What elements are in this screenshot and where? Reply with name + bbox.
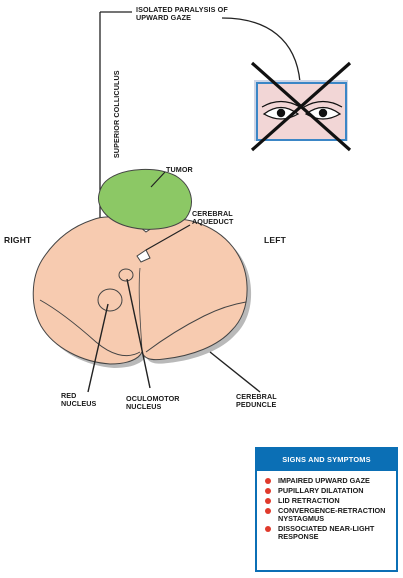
signs-box-heading: SIGNS AND SYMPTOMS (257, 449, 396, 471)
eyes-crossed-out-icon (250, 61, 352, 152)
tumor (97, 168, 192, 230)
signs-list-item: CONVERGENCE-RETRACTION NYSTAGMUS (265, 505, 396, 524)
midbrain-section (32, 216, 248, 365)
signs-list-item: IMPAIRED UPWARD GAZE (265, 476, 396, 485)
label-title: ISOLATED PARALYSIS OF UPWARD GAZE (136, 5, 228, 23)
signs-list-item: DISSOCIATED NEAR-LIGHT RESPONSE (265, 524, 396, 542)
signs-and-symptoms-box: SIGNS AND SYMPTOMS IMPAIRED UPWARD GAZE … (255, 447, 398, 572)
peduncle-contour-right (145, 301, 247, 353)
label-oculomotor-nucleus: OCULOMOTOR NUCLEUS (126, 394, 180, 412)
signs-list-item: PUPILLARY DILATATION (265, 485, 396, 495)
bullet-dot-icon (265, 478, 271, 484)
label-right: RIGHT (4, 235, 32, 245)
peduncle-contour-left (39, 299, 141, 357)
bullet-dot-icon (265, 526, 271, 533)
signs-item-text: IMPAIRED UPWARD GAZE (278, 476, 370, 485)
label-cerebral-peduncle: CEREBRAL PEDUNCLE (236, 392, 277, 410)
oculomotor-leader (126, 278, 151, 389)
label-tumor: TUMOR (166, 165, 193, 174)
bullet-dot-icon (265, 507, 271, 514)
midline-raphe (138, 267, 143, 351)
signs-item-text: CONVERGENCE-RETRACTION NYSTAGMUS (278, 505, 386, 524)
signs-item-text: PUPILLARY DILATATION (278, 485, 364, 495)
bullet-dot-icon (265, 497, 271, 504)
label-cerebral-aqueduct: CEREBRAL AQUEDUCT (192, 209, 234, 227)
signs-item-text: DISSOCIATED NEAR-LIGHT RESPONSE (278, 524, 375, 542)
signs-item-text: LID RETRACTION (278, 495, 340, 505)
label-superior-colliculus: SUPERIOR COLLICULUS (111, 70, 121, 159)
label-red-nucleus: RED NUCLEUS (61, 391, 97, 409)
signs-list: IMPAIRED UPWARD GAZE PUPILLARY DILATATIO… (257, 476, 396, 542)
oculomotor-nucleus (118, 268, 134, 282)
peduncle-leader (209, 351, 261, 393)
bullet-dot-icon (265, 487, 271, 494)
signs-list-item: LID RETRACTION (265, 495, 396, 505)
tumor-leader (150, 171, 166, 188)
red-nucleus (97, 288, 123, 312)
red-nucleus-leader (87, 303, 109, 393)
title-leader-line (100, 11, 301, 83)
label-left: LEFT (264, 235, 287, 245)
cerebral-aqueduct (136, 249, 151, 263)
aqueduct-leader (145, 224, 191, 251)
